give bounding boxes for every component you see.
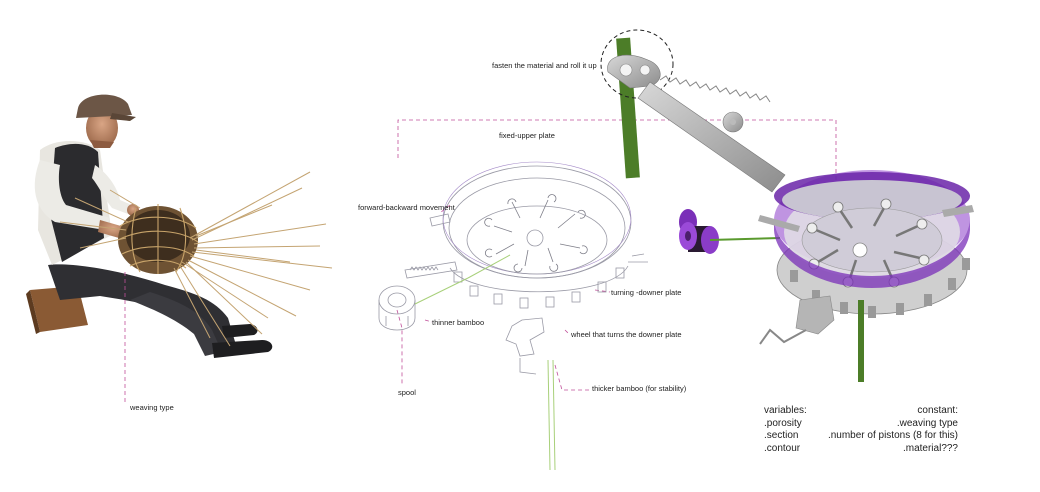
sketch-bamboo — [414, 254, 556, 471]
vest — [50, 143, 104, 262]
label-fasten: fasten the material and roll it up — [492, 61, 597, 70]
label-wheel: wheel that turns the downer plate — [570, 330, 682, 339]
rack-arm — [637, 75, 786, 193]
purple-spool — [679, 209, 719, 254]
variables-list: variables: .porosity .section .contour — [764, 405, 807, 455]
flat-cap — [76, 94, 132, 118]
trousers — [48, 264, 236, 350]
purple-ring-machine — [758, 170, 974, 382]
labels: weaving type fasten the material and rol… — [129, 61, 687, 412]
variable-item: .section — [764, 430, 799, 441]
face — [86, 108, 118, 148]
constant-item: .material??? — [902, 442, 958, 454]
label-thicker-bamboo: thicker bamboo (for stability) — [592, 384, 687, 393]
constant-item: .number of pistons (8 for this) — [827, 430, 958, 441]
shoe — [212, 340, 273, 358]
constants-list: constant: .weaving type .number of pisto… — [828, 405, 958, 455]
constant-item: .weaving type — [896, 417, 958, 429]
label-weaving-type: weaving type — [129, 403, 174, 412]
variable-item: .porosity — [764, 417, 802, 429]
highlight-circle — [600, 29, 674, 99]
basket-weaver-photo — [26, 94, 333, 358]
thicker-bamboo-render — [858, 300, 864, 382]
label-forward-backward: forward-backward movement — [358, 203, 456, 212]
constants-heading: constant: — [917, 405, 958, 416]
thin-bamboo-render — [709, 237, 781, 241]
label-thinner-bamboo: thinner bamboo — [432, 318, 484, 327]
fasten-clamp — [600, 29, 674, 179]
machine-sketch — [378, 161, 648, 375]
variables-heading: variables: — [764, 405, 807, 416]
label-turning-downer: turning -downer plate — [611, 288, 681, 297]
label-spool: spool — [398, 388, 416, 397]
variable-item: .contour — [764, 442, 801, 454]
label-fixed-upper-plate: fixed-upper plate — [499, 131, 555, 140]
